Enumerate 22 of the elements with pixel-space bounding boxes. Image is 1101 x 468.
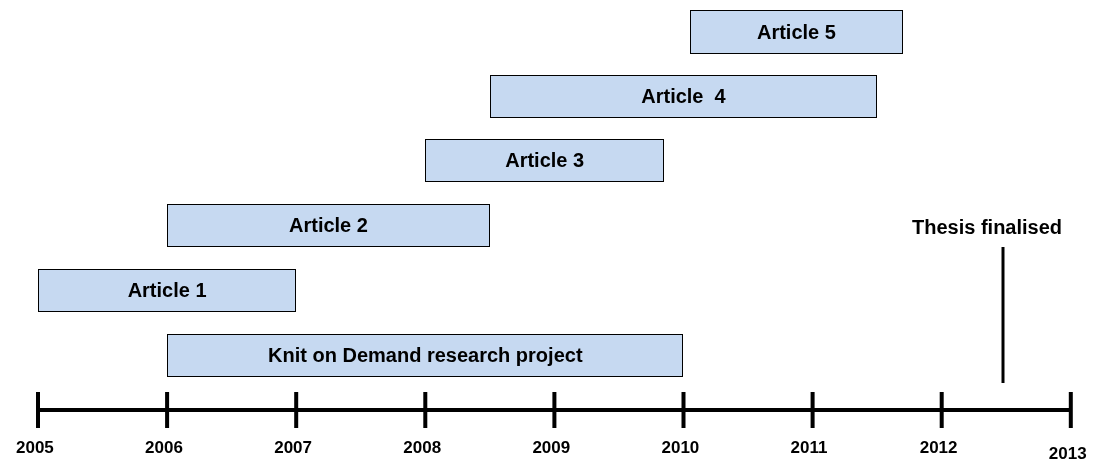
year-label: 2008	[403, 438, 442, 458]
year-label: 2013	[1048, 444, 1087, 464]
timeline-bar	[167, 334, 684, 377]
bar-label: Article 4	[641, 85, 726, 108]
bar-label: Knit on Demand research project	[268, 344, 583, 367]
timeline-bar	[425, 139, 665, 182]
year-label: 2012	[919, 438, 958, 458]
year-label: 2010	[661, 438, 700, 458]
year-label: 2009	[532, 438, 571, 458]
timeline-bar	[489, 75, 878, 118]
year-label: 2011	[790, 438, 828, 458]
bar-label: Article 1	[127, 279, 207, 302]
timeline-bar	[689, 10, 903, 54]
timeline-bar	[167, 204, 490, 247]
milestone-label: Thesis finalised	[912, 216, 1063, 239]
year-label: 2006	[145, 438, 183, 458]
bar-label: Article 3	[505, 149, 585, 172]
timeline-bar	[38, 269, 297, 312]
bar-label: Article 5	[757, 20, 836, 44]
bar-label: Article 2	[289, 214, 368, 237]
year-label: 2005	[16, 438, 54, 458]
year-label: 2007	[274, 438, 312, 458]
